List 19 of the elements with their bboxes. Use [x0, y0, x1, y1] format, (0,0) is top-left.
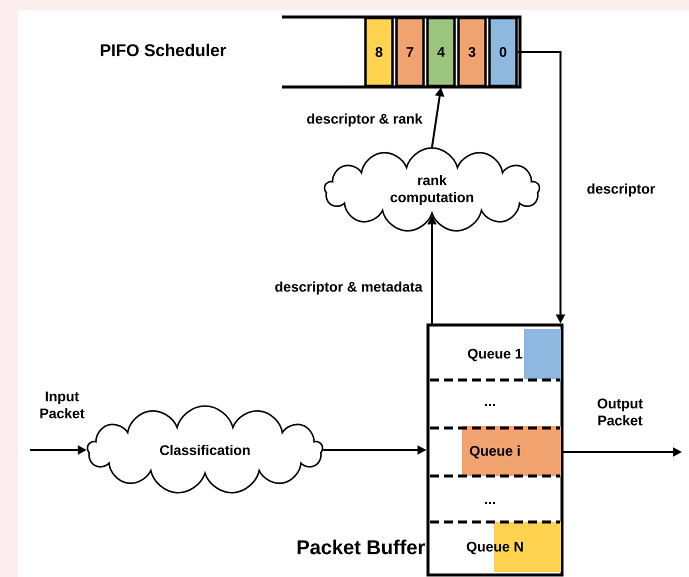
- queue-slot: Queue 1: [468, 329, 561, 379]
- ellipsis: ...: [485, 502, 495, 504]
- node-label: Queue 1: [468, 348, 522, 362]
- rank-cell: 0: [488, 16, 518, 88]
- cloud: Classification: [86, 405, 324, 494]
- queue-title: PIFO Scheduler: [100, 44, 226, 56]
- edge-label: descriptor & rank: [307, 113, 422, 127]
- rank-cell: 4: [426, 16, 456, 88]
- queue-slot: Queue i: [462, 426, 561, 476]
- ellipsis: ...: [485, 404, 495, 406]
- edge-label: descriptor: [587, 183, 656, 197]
- rank-cell: 7: [395, 16, 425, 88]
- edge-label: Output Packet: [598, 398, 643, 426]
- edge-label: descriptor & metadata: [275, 281, 423, 295]
- buffer-title: Packet Buffer: [298, 540, 425, 554]
- edge-label: Input Packet: [40, 392, 84, 418]
- rank-cell: 8: [364, 16, 394, 88]
- rank-cell: 3: [457, 16, 487, 88]
- cloud: rank computation: [324, 147, 540, 232]
